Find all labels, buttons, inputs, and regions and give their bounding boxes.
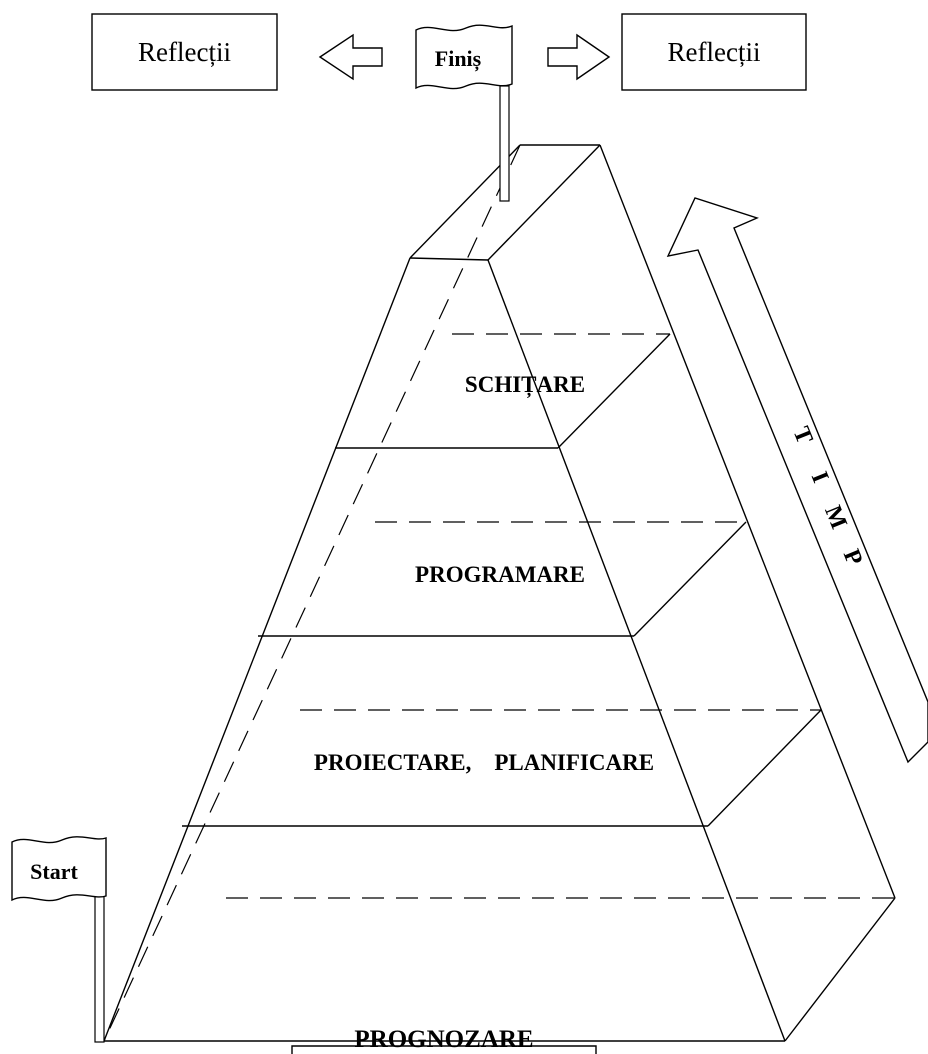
reflection-box-right: Reflecții [621, 13, 807, 91]
level-label-base: PROGNOZARE [354, 1026, 533, 1053]
reflection-box-left: Reflecții [91, 13, 278, 91]
finish-flag-label: Finiș [435, 46, 482, 72]
time-arrow-icon [666, 197, 928, 764]
finish-flag: Finiș [415, 24, 513, 202]
level-label-third: PROIECTARE, PLANIFICARE [314, 750, 654, 775]
level-label-second: PROGRAMARE [415, 562, 585, 587]
start-flag: Start [11, 836, 107, 1043]
base-label-box: PROGNOZARE [291, 1026, 597, 1054]
start-flag-icon [11, 836, 107, 902]
finish-flag-icon [415, 24, 513, 90]
pyramid [103, 144, 896, 1042]
reflection-left-label: Reflecții [138, 37, 231, 67]
arrow-right-icon [547, 33, 611, 81]
level-label-top: SCHIȚARE [465, 372, 585, 399]
reflection-right-label: Reflecții [668, 37, 761, 67]
arrow-left-icon [318, 33, 383, 81]
start-flag-label: Start [30, 859, 78, 884]
